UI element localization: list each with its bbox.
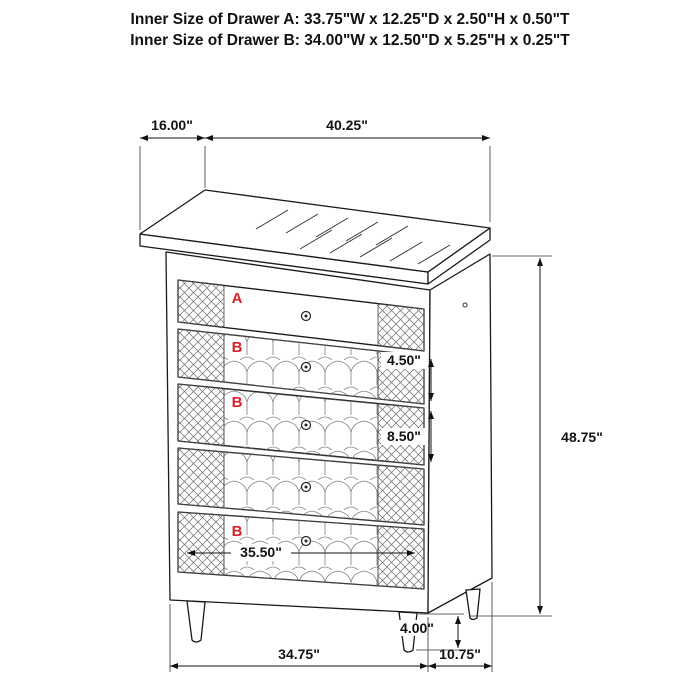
dim-top-width-label: 40.25" bbox=[326, 117, 368, 133]
chest-right-side-panel bbox=[427, 253, 493, 614]
drawer-3-knob bbox=[300, 419, 312, 431]
dim-8-50-label-box bbox=[381, 428, 428, 445]
dimension-drawer-b-height: 8.50" bbox=[381, 411, 434, 462]
dim-drawer-b-height-label: 8.50" bbox=[387, 428, 421, 444]
header-line-1: Inner Size of Drawer A: 33.75"W x 12.25"… bbox=[131, 11, 570, 28]
dimension-base-side-depth: 10.75" bbox=[428, 582, 493, 672]
chest-illustration: A B B bbox=[139, 189, 493, 653]
drawer-1-left-lattice-panel bbox=[177, 279, 225, 328]
dim-drawer-inner-width-label: 35.50" bbox=[240, 544, 282, 560]
dim-leg-height-label: 4.00" bbox=[400, 620, 434, 636]
drawer-5-knob bbox=[300, 535, 312, 547]
drawer-5-right-lattice-panel bbox=[377, 525, 425, 590]
drawer-3-label: B bbox=[232, 394, 243, 411]
dimension-drawer-b-top-height: 4.50" bbox=[381, 352, 434, 401]
dimension-annotations: 16.00" 40.25" 48.75" 4.50" 8.50" bbox=[139, 117, 603, 672]
top-surface bbox=[139, 189, 491, 273]
drawer-1-knob bbox=[300, 310, 312, 322]
drawer-4 bbox=[177, 447, 425, 526]
dimension-total-height: 48.75" bbox=[470, 255, 603, 617]
dim-top-depth-label: 16.00" bbox=[151, 117, 193, 133]
chest-top bbox=[139, 189, 491, 285]
dim-base-front-width-label: 34.75" bbox=[278, 646, 320, 662]
header-line-2: Inner Size of Drawer B: 34.00"W x 12.50"… bbox=[130, 32, 570, 49]
drawer-2-knob bbox=[300, 361, 312, 373]
dim-4-50-label-box bbox=[381, 352, 428, 369]
drawer-2-label: B bbox=[232, 339, 243, 356]
drawer-4-knob bbox=[300, 481, 312, 493]
front-left-leg bbox=[186, 600, 206, 643]
dim-total-height-label: 48.75" bbox=[561, 429, 603, 445]
dimension-base-front-width: 34.75" bbox=[169, 604, 429, 672]
drawer-1-right-lattice-panel bbox=[377, 303, 425, 352]
dim-4-00-label-box bbox=[394, 620, 440, 636]
dim-drawer-b-top-height-label: 4.50" bbox=[387, 352, 421, 368]
drawer-4-left-lattice-panel bbox=[177, 447, 225, 509]
drawer-3-left-lattice-panel bbox=[177, 383, 225, 447]
back-right-leg bbox=[465, 588, 481, 621]
header: Inner Size of Drawer A: 33.75"W x 12.25"… bbox=[130, 11, 570, 49]
top-grain-hatch bbox=[255, 209, 451, 265]
dimension-drawer-inner-width: 35.50" bbox=[187, 544, 415, 561]
dimension-top-width: 40.25" bbox=[205, 117, 491, 222]
side-peg bbox=[462, 302, 468, 308]
dimension-leg-height: 4.00" bbox=[394, 613, 464, 651]
dim-base-side-depth-label: 10.75" bbox=[439, 646, 481, 662]
dimension-top-depth: 16.00" bbox=[139, 117, 206, 230]
drawer-2-left-lattice-panel bbox=[177, 328, 225, 383]
drawer-1-label: A bbox=[232, 290, 243, 307]
dim-35-50-label-box bbox=[231, 544, 291, 561]
drawer-1: A bbox=[177, 279, 425, 352]
drawer-5-label: B bbox=[232, 523, 243, 540]
drawer-5-left-lattice-panel bbox=[177, 511, 225, 576]
drawer-4-right-lattice-panel bbox=[377, 464, 425, 526]
